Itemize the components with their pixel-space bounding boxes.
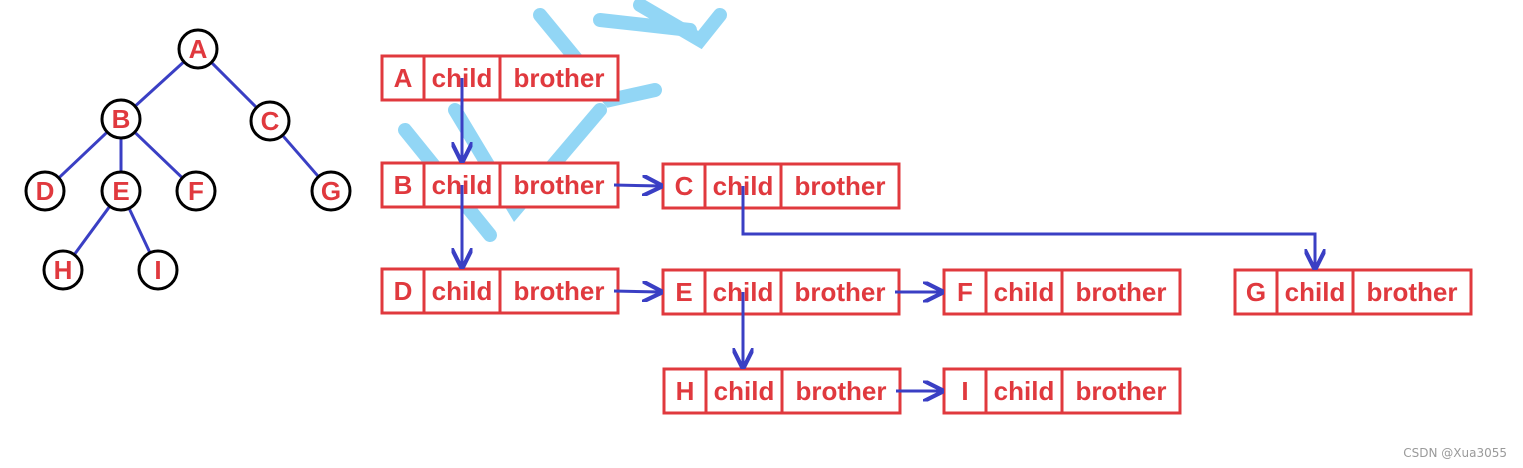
record-label: I <box>961 376 968 406</box>
tree-edge-e-i <box>127 207 152 254</box>
record-label: E <box>675 277 692 307</box>
tree-node-circle <box>249 100 291 142</box>
tree-node-circle <box>100 170 142 212</box>
tree-node-label: B <box>112 104 131 134</box>
tree-nodes: A B C D E F G H I <box>24 28 352 291</box>
record-brother-field: brother <box>1076 277 1167 307</box>
footer-credit: CSDN @Xua3055 <box>1403 446 1507 460</box>
tree-node-label: H <box>54 255 73 285</box>
tree-node-label: F <box>188 176 204 206</box>
tree-node-circle <box>100 98 142 140</box>
tree-node-circle <box>42 249 84 291</box>
record-label: F <box>957 277 973 307</box>
tree-edge-b-f <box>133 131 184 179</box>
tree-node-f: F <box>175 170 217 212</box>
record-child-field: child <box>1285 277 1346 307</box>
record-child-field: child <box>714 376 775 406</box>
tree-node-label: A <box>189 34 208 64</box>
record-brother-field: brother <box>514 170 605 200</box>
tree-node-d: D <box>24 170 66 212</box>
tree-node-label: C <box>261 106 280 136</box>
record-brother-field: brother <box>795 171 886 201</box>
record-label: B <box>394 170 413 200</box>
tree-edges <box>57 60 320 256</box>
tree-node-label: E <box>112 176 129 206</box>
tree-node-circle <box>175 170 217 212</box>
tree-node-a: A <box>177 28 219 70</box>
tree-node-i: I <box>137 249 179 291</box>
tree-edge-c-g <box>281 134 320 178</box>
record-brother-field: brother <box>514 63 605 93</box>
record-brother-field: brother <box>514 276 605 306</box>
tree-node-circle <box>24 170 66 212</box>
record-child-field: child <box>994 376 1055 406</box>
tree-edge-a-b <box>134 60 185 108</box>
tree-node-circle <box>177 28 219 70</box>
record-brother-field: brother <box>796 376 887 406</box>
record-label: H <box>676 376 695 406</box>
record-brother-field: brother <box>795 277 886 307</box>
record-label: C <box>675 171 694 201</box>
record-label: A <box>394 63 413 93</box>
record-label: D <box>394 276 413 306</box>
tree-node-b: B <box>100 98 142 140</box>
pointer-arrows <box>462 78 1315 391</box>
tree-node-circle <box>310 170 352 212</box>
record-child-field: child <box>432 276 493 306</box>
tree-edge-e-h <box>73 205 111 256</box>
tree-node-label: I <box>154 255 161 285</box>
pointer-brother-d-to-e <box>613 291 661 292</box>
tree-node-h: H <box>42 249 84 291</box>
tree-edge-b-d <box>57 130 109 180</box>
tree-node-c: C <box>249 100 291 142</box>
tree-node-g: G <box>310 170 352 212</box>
tree-node-label: G <box>321 176 341 206</box>
record-brother-field: brother <box>1367 277 1458 307</box>
tree-node-circle <box>137 249 179 291</box>
record-label: G <box>1246 277 1266 307</box>
pointer-child-c-to-g <box>741 186 1315 268</box>
pointer-brother-b-to-c <box>613 185 661 186</box>
record-brother-field: brother <box>1076 376 1167 406</box>
tree-node-label: D <box>36 176 55 206</box>
tree-node-e: E <box>100 170 142 212</box>
record-child-field: child <box>994 277 1055 307</box>
tree-edge-a-c <box>210 61 258 109</box>
